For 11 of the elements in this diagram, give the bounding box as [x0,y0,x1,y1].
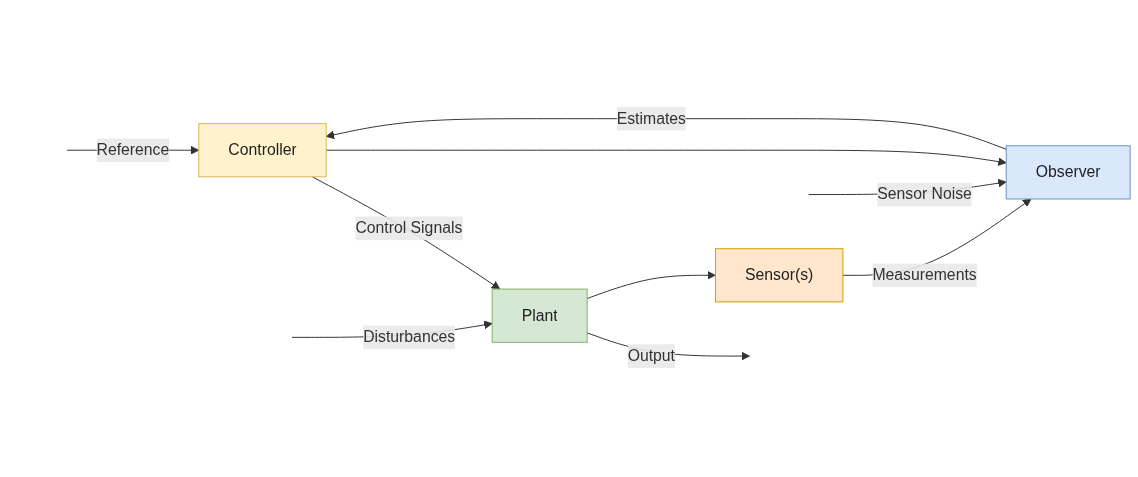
edge-label: Estimates [616,109,686,127]
edge-label: Measurements [872,266,977,283]
node-box: Observer [1005,144,1131,200]
node-box: Plant [491,288,588,343]
edge-label: Disturbances [363,328,456,345]
edge-label: Sensor Noise [877,185,972,203]
node-box: Sensor(s) [715,247,844,303]
edge-label: Control Signals [355,219,463,236]
edge-label: Reference [96,140,170,158]
edge-label: Output [627,346,675,364]
node-box: Controller [198,122,327,177]
